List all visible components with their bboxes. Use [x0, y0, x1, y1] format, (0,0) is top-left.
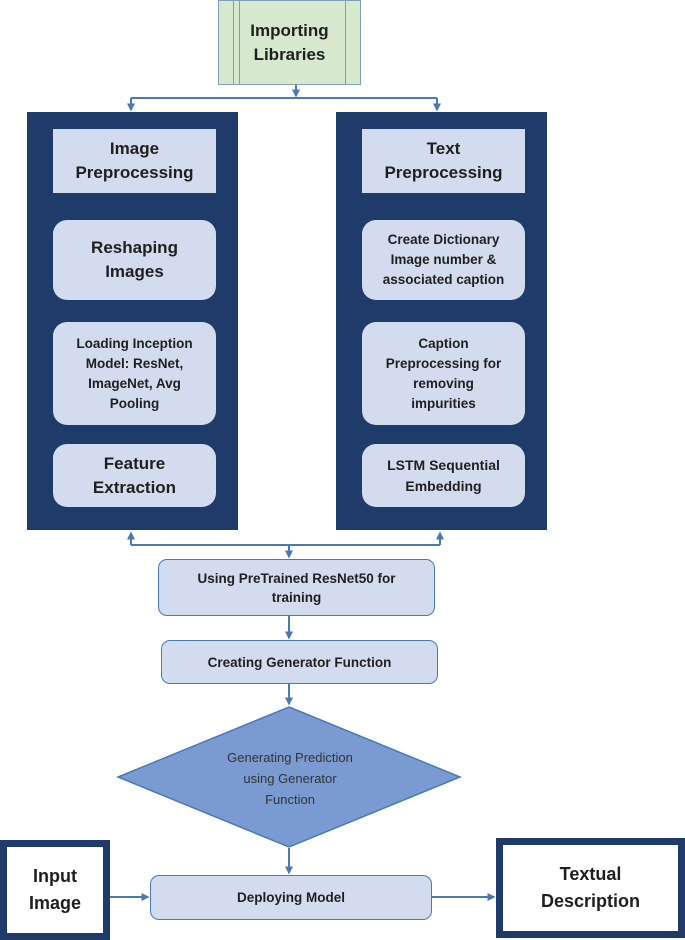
prediction-diamond: [116, 706, 462, 848]
image-preprocessing-header: Image Preprocessing: [53, 129, 216, 193]
reshaping-images-box: Reshaping Images: [53, 220, 216, 300]
text-preprocessing-header: Text Preprocessing: [362, 129, 525, 193]
input-image-box: Input Image: [0, 840, 110, 940]
creating-generator-function-box: Creating Generator Function: [161, 640, 438, 684]
create-dictionary-box: Create Dictionary Image number & associa…: [362, 220, 525, 300]
caption-preprocessing-box: Caption Preprocessing for removing impur…: [362, 322, 525, 425]
loading-inception-model-box: Loading Inception Model: ResNet, ImageNe…: [53, 322, 216, 425]
pretrained-resnet50-box: Using PreTrained ResNet50 for training: [158, 559, 435, 616]
deploying-model-box: Deploying Model: [150, 875, 432, 920]
generating-prediction-label: Generating Prediction using Generator Fu…: [227, 749, 353, 807]
feature-extraction-box: Feature Extraction: [53, 444, 216, 507]
textual-description-box: Textual Description: [496, 838, 685, 938]
importing-libraries-box: Importing Libraries: [218, 0, 361, 85]
importing-libraries-label: Importing Libraries: [250, 20, 329, 64]
lstm-embedding-box: LSTM Sequential Embedding: [362, 444, 525, 507]
